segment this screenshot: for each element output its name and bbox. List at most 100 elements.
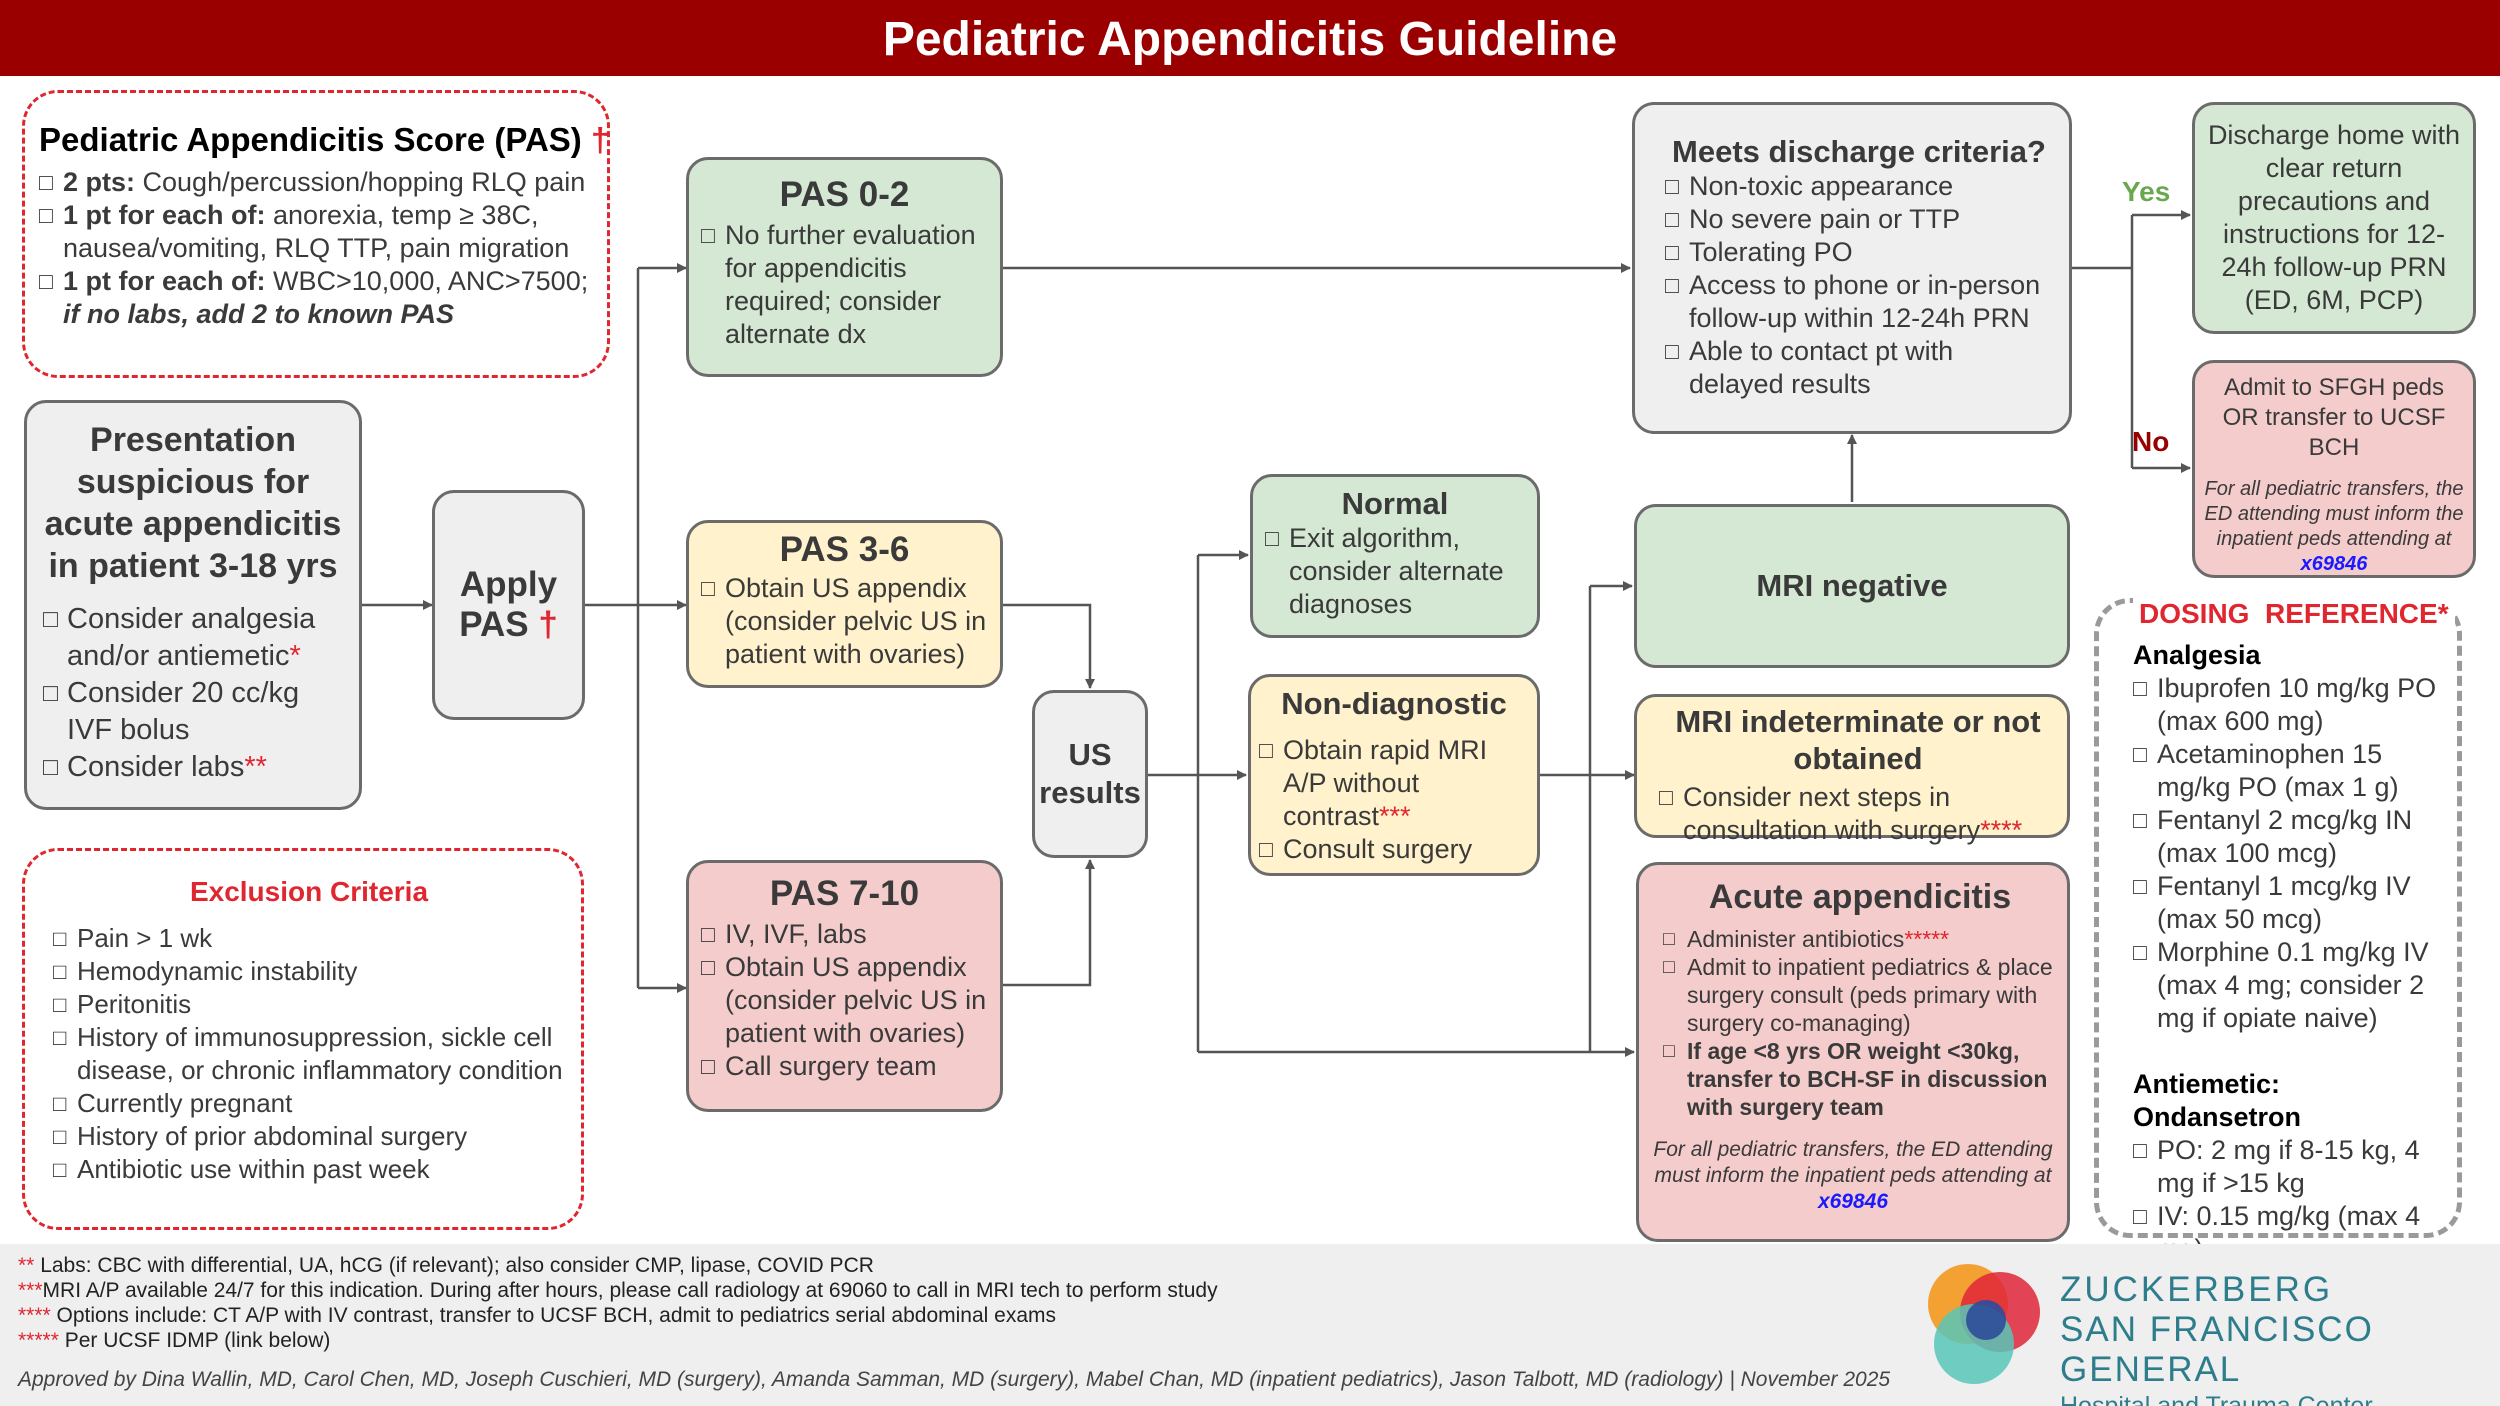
footnote-mri: ***MRI A/P available 24/7 for this indic…	[18, 1279, 1218, 1302]
list-item: Obtain US appendix (consider pelvic US i…	[701, 951, 988, 1050]
acute-appendicitis-box: Acute appendicitis Administer antibiotic…	[1636, 862, 2070, 1242]
list-item: 1 pt for each of: anorexia, temp ≥ 38C, …	[39, 199, 593, 265]
logo-line1: ZUCKERBERG	[2060, 1270, 2334, 1309]
list-item: History of prior abdominal surgery	[53, 1120, 565, 1153]
list-item: No severe pain or TTP	[1665, 203, 2053, 236]
admit-text: Admit to SFGH peds OR transfer to UCSF B…	[2222, 374, 2446, 461]
list-item: 2 pts: Cough/percussion/hopping RLQ pain	[39, 166, 593, 199]
discharge-home-text: Discharge home with clear return precaut…	[2207, 120, 2461, 315]
presentation-box: Presentation suspicious for acute append…	[24, 400, 362, 810]
list-item: If age <8 yrs OR weight <30kg, transfer …	[1663, 1037, 2057, 1121]
non-diagnostic-box: Non-diagnostic Obtain rapid MRI A/P with…	[1248, 674, 1540, 876]
list-item: Antibiotic use within past week	[53, 1153, 565, 1186]
footnote-options: **** Options include: CT A/P with IV con…	[18, 1304, 1057, 1327]
list-item: PO: 2 mg if 8-15 kg, 4 mg if >15 kg	[2133, 1134, 2445, 1200]
list-item: No further evaluation for appendicitis r…	[701, 219, 988, 351]
pas-score-note: if no labs, add 2 to known PAS	[63, 299, 455, 329]
discharge-home-box: Discharge home with clear return precaut…	[2192, 102, 2476, 334]
us-results-line2: results	[1039, 775, 1141, 810]
exclusion-title: Exclusion Criteria	[189, 876, 429, 907]
dosing-reference-panel: DOSING REFERENCE* Analgesia Ibuprofen 10…	[2094, 597, 2462, 1264]
pas-7-10-box: PAS 7-10 IV, IVF, labs Obtain US appendi…	[686, 860, 1003, 1112]
mri-indeterminate-title: MRI indeterminate or not obtained	[1675, 704, 2041, 776]
admit-box: Admit to SFGH peds OR transfer to UCSF B…	[2192, 360, 2476, 578]
pas-3-6-box: PAS 3-6 Obtain US appendix (consider pel…	[686, 520, 1003, 688]
pas-7-10-title: PAS 7-10	[769, 874, 920, 913]
non-diagnostic-title: Non-diagnostic	[1281, 686, 1507, 721]
list-item: Admit to inpatient pediatrics & place su…	[1663, 953, 2057, 1037]
list-item: Obtain US appendix (consider pelvic US i…	[701, 572, 988, 671]
pas-0-2-list: No further evaluation for appendicitis r…	[701, 219, 988, 351]
list-item: Consider analgesia and/or antiemetic*	[43, 601, 345, 675]
discharge-criteria-list: Non-toxic appearance No severe pain or T…	[1665, 170, 2053, 401]
acute-title: Acute appendicitis	[1708, 878, 2012, 916]
list-item: Hemodynamic instability	[53, 955, 565, 988]
pas-score-title: Pediatric Appendicitis Score (PAS) †	[39, 121, 610, 158]
antiemetic-title: Antiemetic: Ondansetron	[2133, 1069, 2302, 1132]
exclusion-list: Pain > 1 wk Hemodynamic instability Peri…	[53, 922, 565, 1186]
pas-0-2-box: PAS 0-2 No further evaluation for append…	[686, 157, 1003, 377]
presentation-title: Presentation suspicious for acute append…	[44, 421, 342, 585]
non-diagnostic-list: Obtain rapid MRI A/P without contrast***…	[1259, 734, 1529, 866]
list-item: Consider 20 cc/kg IVF bolus	[43, 675, 345, 749]
list-item: Consider labs**	[43, 749, 345, 786]
list-item: Access to phone or in-person follow-up w…	[1665, 269, 2053, 335]
list-item: Acetaminophen 15 mg/kg PO (max 1 g)	[2133, 738, 2445, 804]
list-item: Pain > 1 wk	[53, 922, 565, 955]
list-item: Fentanyl 1 mcg/kg IV (max 50 mcg)	[2133, 870, 2445, 936]
list-item: Non-toxic appearance	[1665, 170, 2053, 203]
footnote-idmp: ***** Per UCSF IDMP (link below)	[18, 1329, 331, 1352]
dosing-title: DOSING REFERENCE*	[2133, 597, 2455, 630]
analgesia-list: Ibuprofen 10 mg/kg PO (max 600 mg) Aceta…	[2133, 672, 2445, 1035]
list-item: Tolerating PO	[1665, 236, 2053, 269]
list-item: Exit algorithm, consider alternate diagn…	[1265, 522, 1525, 621]
pas-score-panel: Pediatric Appendicitis Score (PAS) † 2 p…	[22, 90, 610, 378]
us-results-line1: US	[1068, 737, 1112, 772]
pas-7-10-list: IV, IVF, labs Obtain US appendix (consid…	[701, 918, 988, 1083]
list-item: Call surgery team	[701, 1050, 988, 1083]
list-item: Morphine 0.1 mg/kg IV (max 4 mg; conside…	[2133, 936, 2445, 1035]
zsfg-logo-icon	[1928, 1264, 2040, 1384]
footer	[0, 1244, 2500, 1406]
list-item: Currently pregnant	[53, 1087, 565, 1120]
pas-3-6-title: PAS 3-6	[779, 530, 910, 569]
mri-negative-box: MRI negative	[1634, 504, 2070, 668]
pas-0-2-title: PAS 0-2	[779, 175, 910, 214]
acute-transfer-note: For all pediatric transfers, the ED atte…	[1653, 1138, 2053, 1213]
analgesia-title: Analgesia	[2133, 640, 2261, 670]
page-title: Pediatric Appendicitis Guideline	[0, 0, 2500, 76]
discharge-criteria-box: Meets discharge criteria? Non-toxic appe…	[1632, 102, 2072, 434]
normal-box: Normal Exit algorithm, consider alternat…	[1250, 474, 1540, 638]
list-item: IV, IVF, labs	[701, 918, 988, 951]
approved-by: Approved by Dina Wallin, MD, Carol Chen,…	[18, 1368, 1891, 1391]
list-item: 1 pt for each of: WBC>10,000, ANC>7500;	[39, 265, 593, 298]
list-item: Administer antibiotics*****	[1663, 925, 2057, 953]
list-item: Consider next steps in consultation with…	[1659, 781, 2057, 847]
list-item: Obtain rapid MRI A/P without contrast***	[1259, 734, 1529, 833]
list-item: Peritonitis	[53, 988, 565, 1021]
normal-title: Normal	[1341, 486, 1449, 521]
list-item: History of immunosuppression, sickle cel…	[53, 1021, 565, 1087]
no-label: No	[2132, 426, 2170, 457]
presentation-list: Consider analgesia and/or antiemetic* Co…	[41, 601, 345, 786]
discharge-criteria-title: Meets discharge criteria?	[1672, 134, 2046, 169]
list-item: Consult surgery	[1259, 833, 1529, 866]
apply-pas-line1: Apply	[459, 565, 558, 604]
apply-pas-box: Apply PAS †	[432, 490, 585, 720]
acute-list: Administer antibiotics***** Admit to inp…	[1663, 925, 2057, 1121]
list-item: Ibuprofen 10 mg/kg PO (max 600 mg)	[2133, 672, 2445, 738]
list-item: Able to contact pt with delayed results	[1665, 335, 2053, 401]
logo-line2: SAN FRANCISCO GENERAL	[2060, 1310, 2374, 1389]
logo-text: ZUCKERBERG SAN FRANCISCO GENERAL Hospita…	[2060, 1270, 2500, 1406]
pas-score-list: 2 pts: Cough/percussion/hopping RLQ pain…	[39, 166, 593, 298]
footnote-labs: ** Labs: CBC with differential, UA, hCG …	[18, 1254, 874, 1277]
us-results-box: US results	[1032, 690, 1148, 858]
list-item: Fentanyl 2 mcg/kg IN (max 100 mcg)	[2133, 804, 2445, 870]
apply-pas-line2: PAS †	[459, 605, 558, 644]
exclusion-criteria-panel: Exclusion Criteria Pain > 1 wk Hemodynam…	[22, 848, 584, 1230]
admit-transfer-note: For all pediatric transfers, the ED atte…	[2204, 478, 2464, 575]
mri-indeterminate-list: Consider next steps in consultation with…	[1659, 781, 2057, 847]
pas-3-6-list: Obtain US appendix (consider pelvic US i…	[701, 572, 988, 671]
logo-line3: Hospital and Trauma Center	[2060, 1392, 2373, 1406]
mri-negative-title: MRI negative	[1756, 568, 1948, 603]
